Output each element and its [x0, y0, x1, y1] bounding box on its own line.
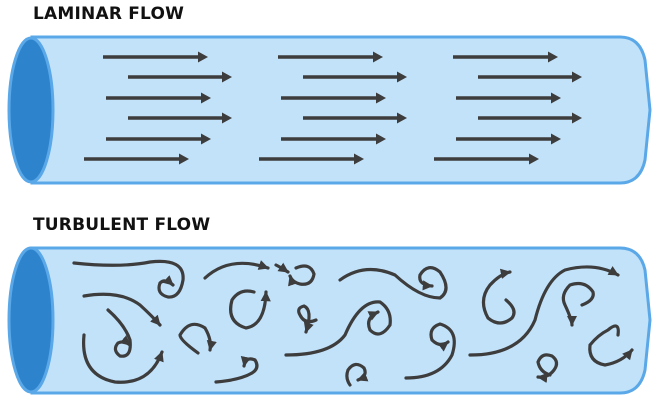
laminar-arrow-head [179, 153, 189, 165]
eddy-curve [82, 292, 162, 327]
eddy-curve [345, 362, 369, 387]
eddy-curve [178, 322, 217, 355]
laminar-arrow-head [222, 112, 232, 124]
eddy-curve [81, 333, 164, 384]
laminar-pipe-body [30, 35, 652, 185]
laminar-pipe-opening [7, 36, 55, 184]
laminar-arrow-head [376, 133, 386, 145]
eddy-curve [468, 265, 620, 357]
eddy-curve [297, 304, 318, 334]
laminar-arrow-head [572, 112, 582, 124]
laminar-arrow-head [376, 92, 386, 104]
laminar-arrow-head [551, 133, 561, 145]
eddy-curve [214, 355, 259, 384]
laminar-flow-title: LAMINAR FLOW [33, 4, 185, 24]
laminar-arrow-head [397, 71, 407, 83]
eddy-curve [561, 281, 595, 327]
laminar-arrow-head [529, 153, 539, 165]
eddy-curve [288, 264, 316, 287]
eddy-curve [274, 262, 290, 274]
eddy-curve [404, 322, 456, 380]
eddy-curve [106, 308, 132, 358]
laminar-arrow-head [198, 51, 208, 63]
laminar-arrow-head [201, 92, 211, 104]
eddy-curve [72, 259, 185, 299]
eddy-curve [536, 353, 559, 384]
turbulent-pipe-opening [7, 246, 55, 394]
turbulent-pipe-body [30, 246, 652, 395]
eddy-curve [588, 324, 634, 367]
eddy-curve [284, 300, 392, 357]
laminar-arrow-head [572, 71, 582, 83]
laminar-arrow-head [397, 112, 407, 124]
laminar-arrow-head [222, 71, 232, 83]
turbulent-eddies [72, 259, 634, 387]
turbulent-pipe [7, 246, 652, 395]
laminar-arrows [84, 51, 582, 165]
laminar-arrow-head [373, 51, 383, 63]
eddy-curve [203, 260, 270, 280]
laminar-arrow-head [354, 153, 364, 165]
eddy-curve [338, 266, 448, 300]
laminar-pipe [7, 35, 652, 185]
eddy-curve [481, 268, 516, 325]
laminar-arrow-head [551, 92, 561, 104]
laminar-arrow-head [201, 133, 211, 145]
laminar-arrow-head [548, 51, 558, 63]
eddy-curve [229, 289, 271, 330]
turbulent-flow-title: TURBULENT FLOW [33, 215, 211, 235]
